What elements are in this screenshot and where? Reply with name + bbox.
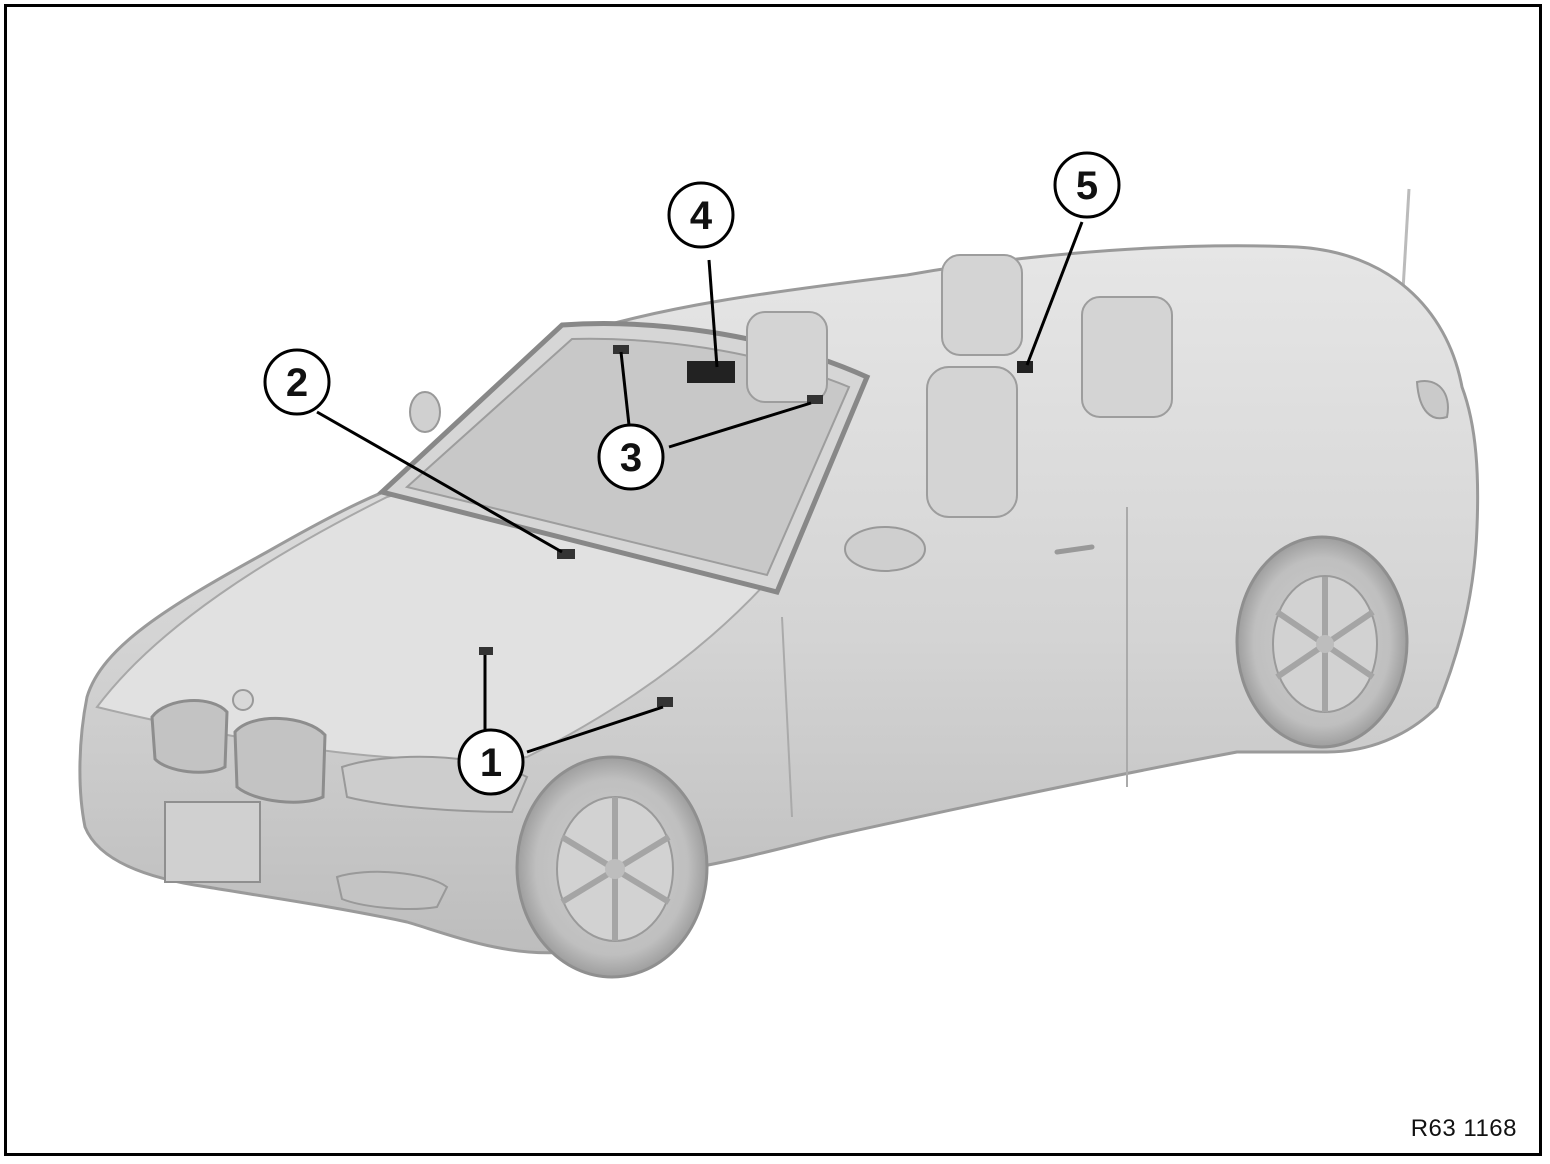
sensor-5-marker [1017, 361, 1033, 373]
front-seat-right [926, 366, 1018, 518]
front-seat-left [746, 311, 828, 403]
diagram-frame: 1 2 3 4 5 R63 1168 [4, 4, 1542, 1156]
sensor-1a-marker [479, 647, 493, 655]
callout-4-label: 4 [690, 194, 713, 238]
callout-2: 2 [263, 348, 331, 416]
rear-seat-right [1081, 296, 1173, 418]
sensor-4-marker [687, 361, 735, 383]
leader-4 [707, 259, 719, 368]
rear-wheel [1235, 535, 1409, 749]
callout-4: 4 [667, 181, 735, 249]
callout-5-label: 5 [1076, 164, 1098, 208]
rear-seat-left [941, 254, 1023, 356]
callout-5: 5 [1053, 151, 1121, 219]
sensor-2-marker [557, 549, 575, 559]
leader-3a [619, 351, 631, 426]
callout-1-label: 1 [480, 741, 502, 785]
callout-3: 3 [597, 423, 665, 491]
tail-light [1415, 380, 1449, 420]
door-line [781, 507, 1128, 818]
side-mirror [844, 526, 926, 572]
reference-code: R63 1168 [1410, 1115, 1517, 1142]
callout-2-label: 2 [286, 361, 308, 405]
sensor-3b-marker [807, 395, 823, 404]
sensor-1b-marker [657, 697, 673, 707]
kidney-grille-right [233, 716, 327, 804]
callout-1: 1 [457, 728, 525, 796]
leader-2 [316, 410, 563, 554]
lower-intake [335, 870, 449, 910]
leader-lines [316, 221, 1084, 754]
license-plate [164, 801, 261, 883]
leader-1b [526, 705, 664, 754]
sensor-3a-marker [613, 345, 629, 354]
leader-3b [668, 401, 812, 449]
door-handle [1054, 544, 1095, 555]
left-mirror [409, 391, 441, 433]
front-wheel [515, 755, 709, 979]
leader-5 [1025, 221, 1084, 366]
kidney-grille-left [150, 699, 229, 774]
car-illustration: 1 2 3 4 5 [78, 151, 1480, 979]
callout-3-label: 3 [620, 436, 642, 480]
hood-emblem [232, 689, 254, 711]
